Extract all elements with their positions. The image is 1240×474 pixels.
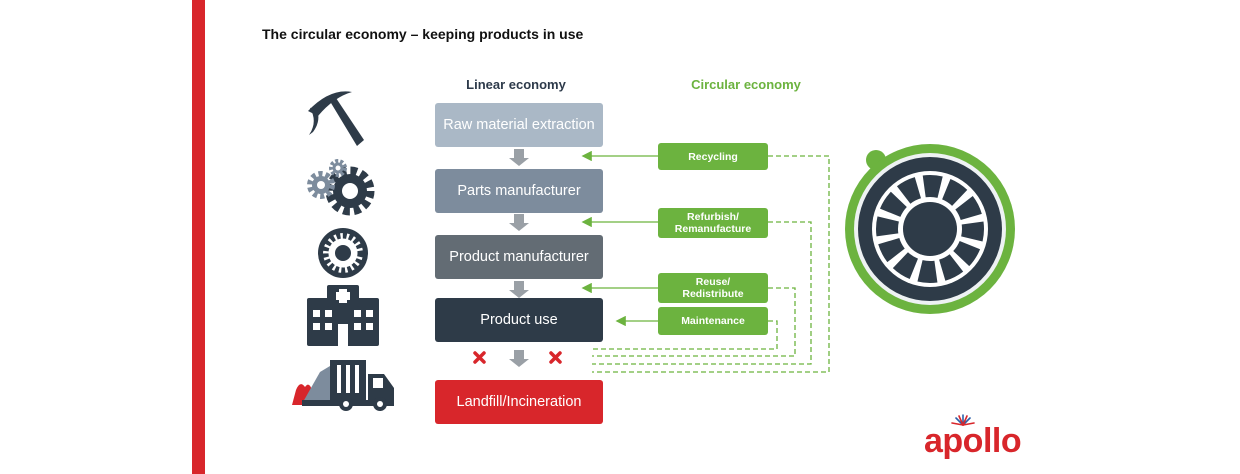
maintenance-loop	[592, 320, 778, 350]
down-arrow-3	[509, 281, 529, 298]
refurbish-loop	[592, 221, 812, 365]
apollo-logo-burst	[951, 414, 975, 426]
gears-icon	[307, 159, 375, 216]
loop-dashed-lines	[592, 155, 830, 373]
loop-return-arrows	[581, 150, 658, 327]
blocked-crosses	[473, 351, 562, 364]
loop-redistribute-label: Redistribute	[682, 288, 744, 300]
loop-reuse-label: Reuse/	[695, 276, 731, 288]
smoke-detector-illustration	[845, 144, 1015, 314]
stage-product-manufacturer: Product manufacturer	[435, 235, 603, 279]
loop-maintenance: Maintenance	[658, 307, 768, 335]
loop-refurbish-remanufacture: Refurbish/ Remanufacture	[658, 208, 768, 238]
reuse-loop	[592, 287, 796, 357]
loop-recycling-label: Recycling	[688, 150, 738, 163]
left-accent-bar	[192, 0, 205, 474]
stage-product-use: Product use	[435, 298, 603, 342]
cross-left	[473, 351, 486, 364]
hospital-icon	[307, 285, 379, 346]
loop-refurbish-label: Refurbish/	[687, 211, 739, 223]
linear-flow-arrows	[509, 149, 529, 367]
apollo-logo-text: apollo	[924, 422, 1022, 460]
page-title: The circular economy – keeping products …	[262, 26, 584, 42]
stage-parts-manufacturer: Parts manufacturer	[435, 169, 603, 213]
loop-remanufacture-label: Remanufacture	[674, 223, 752, 235]
garbage-truck-icon	[292, 360, 394, 411]
down-arrow-2	[509, 214, 529, 231]
detector-icon	[318, 228, 368, 278]
loop-recycling: Recycling	[658, 143, 768, 170]
pickaxe-icon	[308, 91, 364, 146]
down-arrow-1	[509, 149, 529, 166]
circular-economy-heading: Circular economy	[691, 77, 801, 92]
cross-right	[549, 351, 562, 364]
stage-raw-material-extraction: Raw material extraction	[435, 103, 603, 147]
loop-reuse-redistribute: Reuse/ Redistribute	[658, 273, 768, 303]
linear-economy-heading: Linear economy	[466, 77, 566, 92]
down-arrow-4	[509, 350, 529, 367]
recycling-loop	[592, 155, 830, 373]
stage-landfill-incineration: Landfill/Incineration	[435, 380, 603, 424]
loop-maintenance-label: Maintenance	[681, 315, 745, 327]
